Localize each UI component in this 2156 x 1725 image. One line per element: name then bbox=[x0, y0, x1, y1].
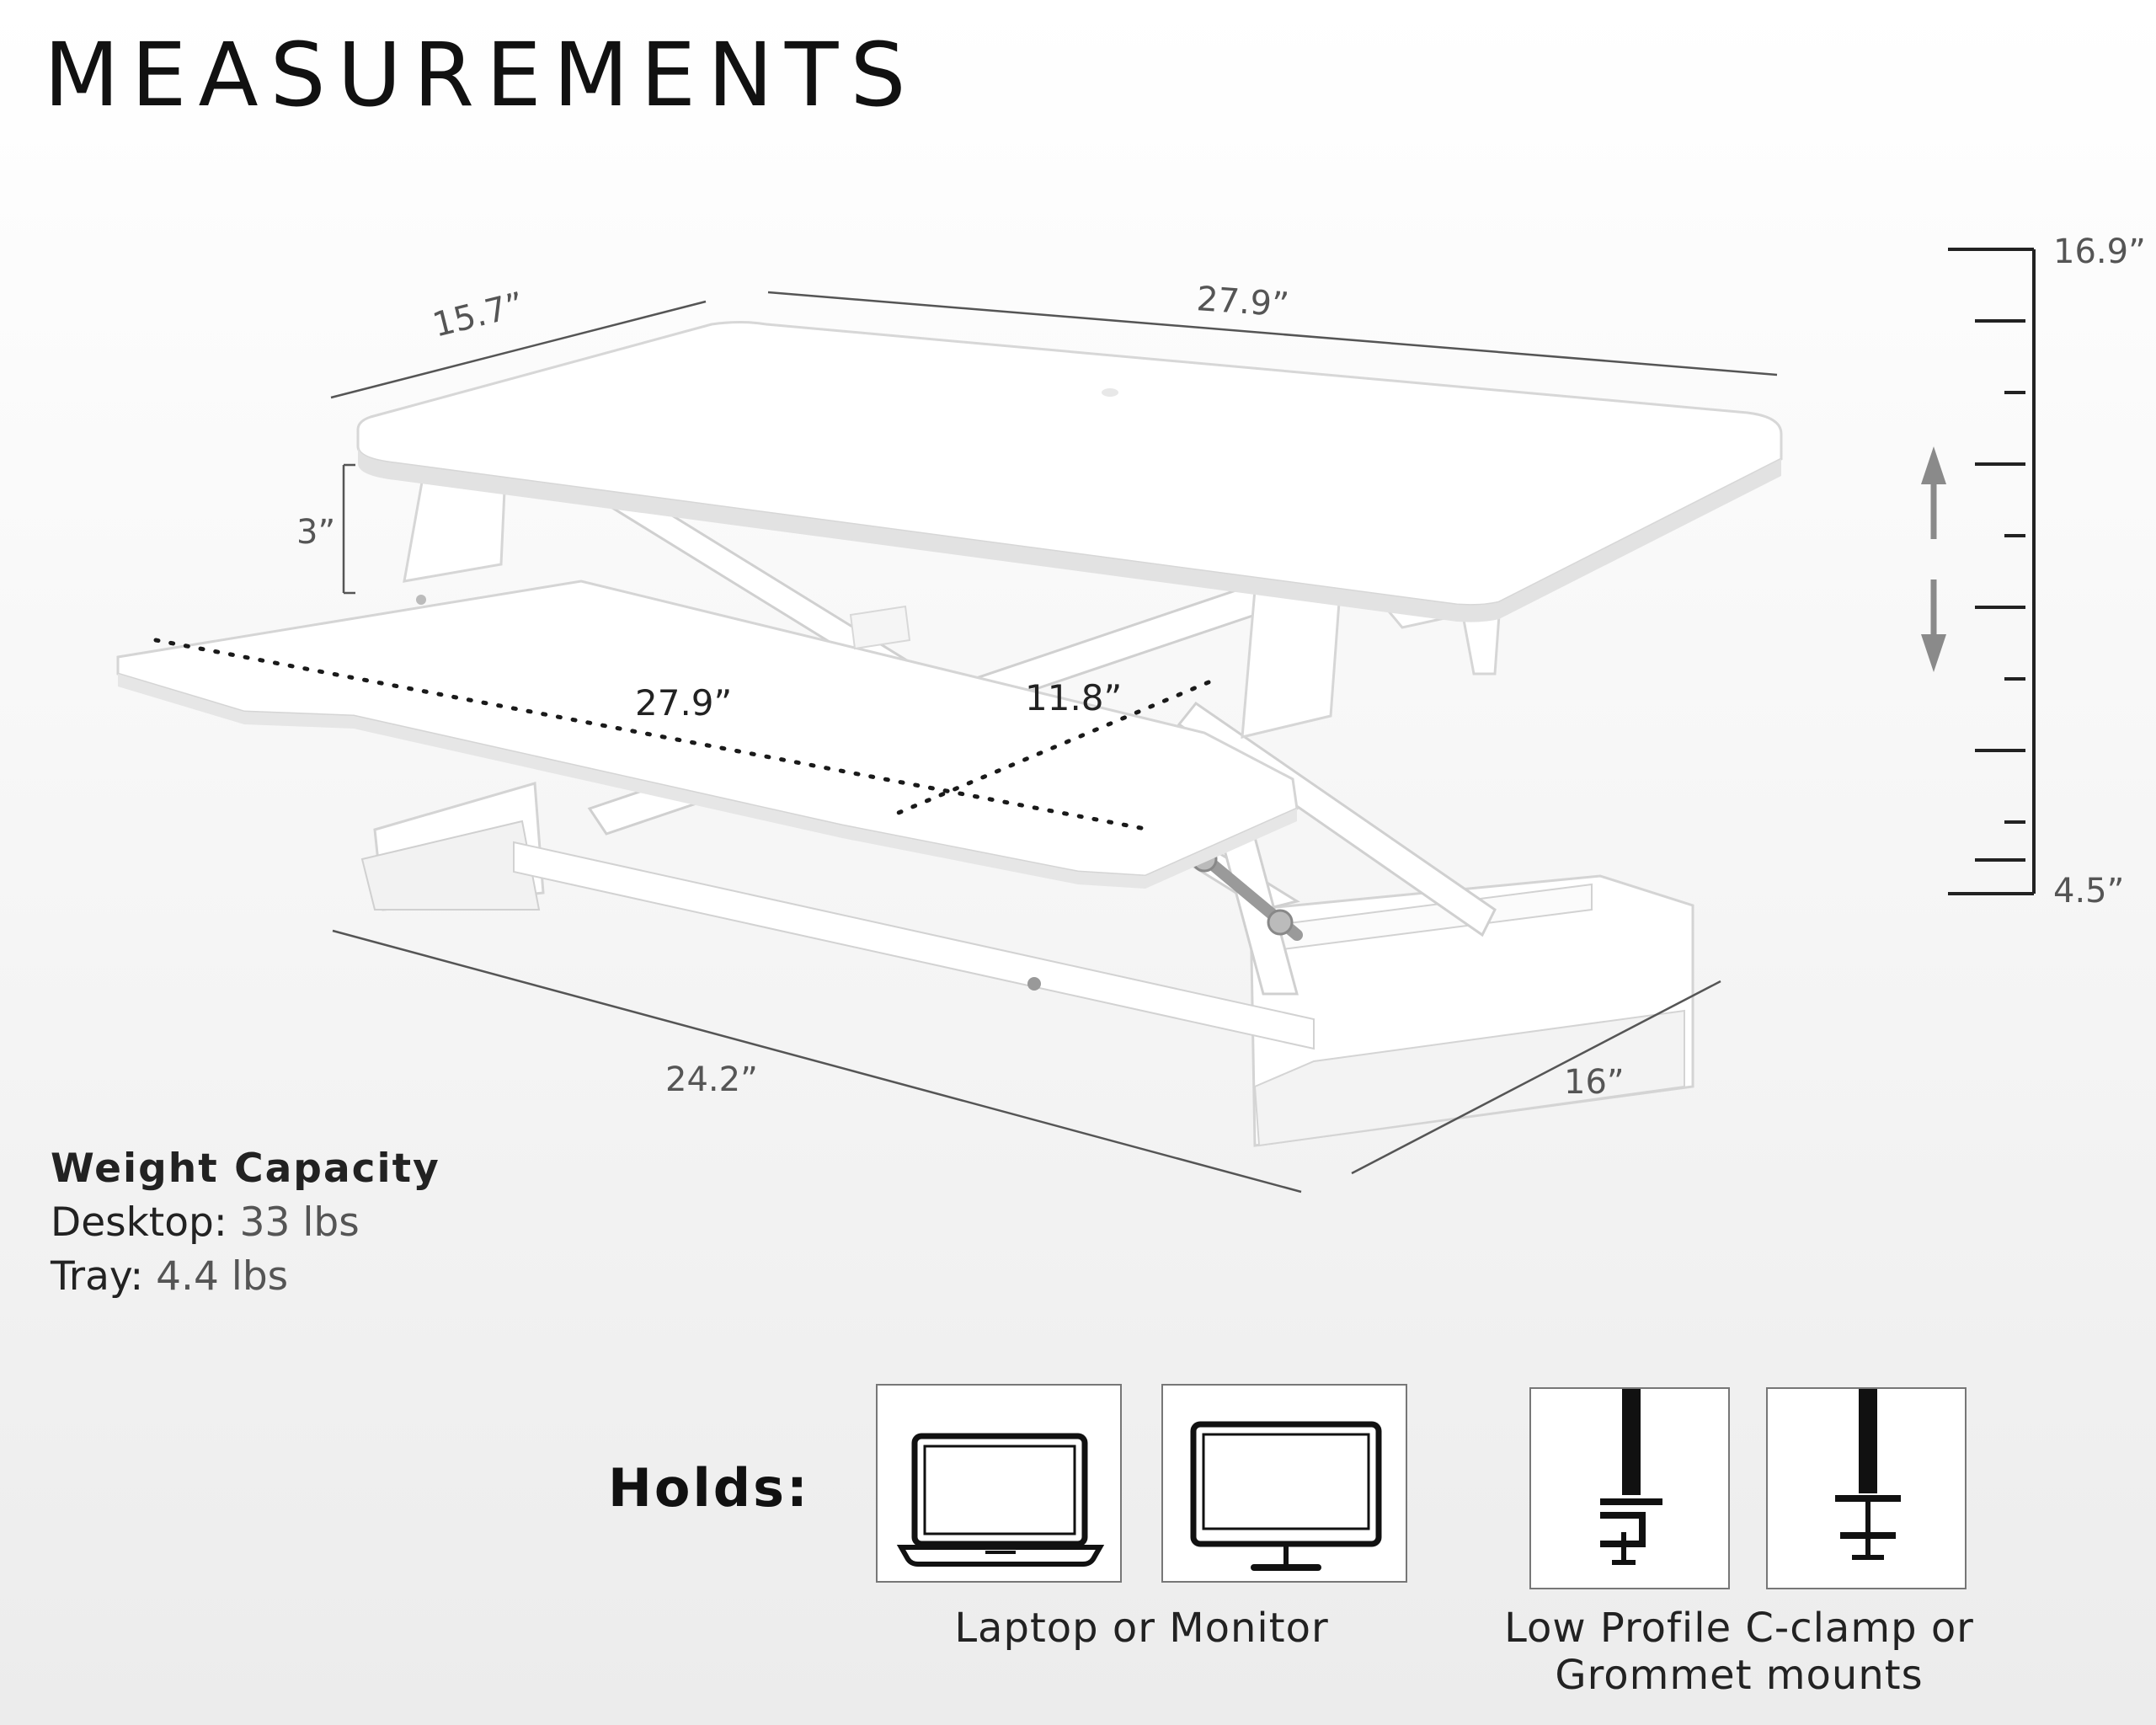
dim-height-min: 4.5” bbox=[2053, 872, 2124, 911]
c-clamp-icon-box bbox=[1529, 1387, 1730, 1589]
desktop-surface bbox=[356, 321, 1783, 622]
dim-base-depth: 16” bbox=[1564, 1063, 1625, 1102]
desk-base bbox=[360, 782, 1694, 1147]
laptop-icon bbox=[896, 1433, 1105, 1567]
top-dimension-lines bbox=[330, 291, 1778, 595]
device-caption: Laptop or Monitor bbox=[954, 1605, 1329, 1652]
mount-caption: Low Profile C-clamp or Grommet mounts bbox=[1482, 1605, 1996, 1699]
dim-height-max: 16.9” bbox=[2053, 232, 2146, 271]
weight-tray-value: 4.4 lbs bbox=[156, 1253, 289, 1300]
weight-desktop-value: 33 lbs bbox=[239, 1199, 360, 1246]
tray-dimension-lines bbox=[153, 638, 1211, 832]
c-clamp-icon bbox=[1600, 1389, 1662, 1565]
page-title: MEASUREMENTS bbox=[44, 24, 918, 126]
dim-tray-width: 27.9” bbox=[635, 682, 732, 724]
height-adjust-arrows bbox=[1921, 446, 1946, 672]
weight-desktop-label: Desktop: bbox=[51, 1199, 227, 1246]
mount-caption-line2: Grommet mounts bbox=[1555, 1652, 1924, 1699]
arrow-down-icon bbox=[1921, 634, 1946, 672]
holds-label: Holds: bbox=[608, 1457, 810, 1519]
weight-tray-label: Tray: bbox=[51, 1253, 144, 1300]
dim-top-depth: 15.7” bbox=[429, 286, 528, 345]
weight-tray: Tray: 4.4 lbs bbox=[51, 1250, 440, 1304]
mount-caption-line1: Low Profile C-clamp or bbox=[1504, 1605, 1974, 1652]
base-dimension-lines bbox=[332, 929, 1721, 1194]
arrow-up-icon bbox=[1921, 446, 1946, 484]
weight-desktop: Desktop: 33 lbs bbox=[51, 1196, 440, 1250]
grommet-icon-box bbox=[1766, 1387, 1967, 1589]
keyboard-tray bbox=[116, 579, 1299, 889]
dim-base-width: 24.2” bbox=[665, 1060, 758, 1099]
weight-capacity-title: Weight Capacity bbox=[51, 1146, 440, 1192]
height-scale bbox=[1948, 248, 2036, 895]
dim-gap-height: 3” bbox=[296, 513, 335, 552]
monitor-icon-box bbox=[1161, 1384, 1407, 1583]
monitor-icon bbox=[1190, 1421, 1382, 1571]
weight-capacity: Weight Capacity Desktop: 33 lbs Tray: 4.… bbox=[51, 1142, 440, 1304]
dim-tray-depth: 11.8” bbox=[1025, 677, 1122, 718]
dim-top-width: 27.9” bbox=[1195, 280, 1290, 325]
laptop-icon-box bbox=[876, 1384, 1122, 1583]
grommet-icon bbox=[1835, 1389, 1901, 1560]
